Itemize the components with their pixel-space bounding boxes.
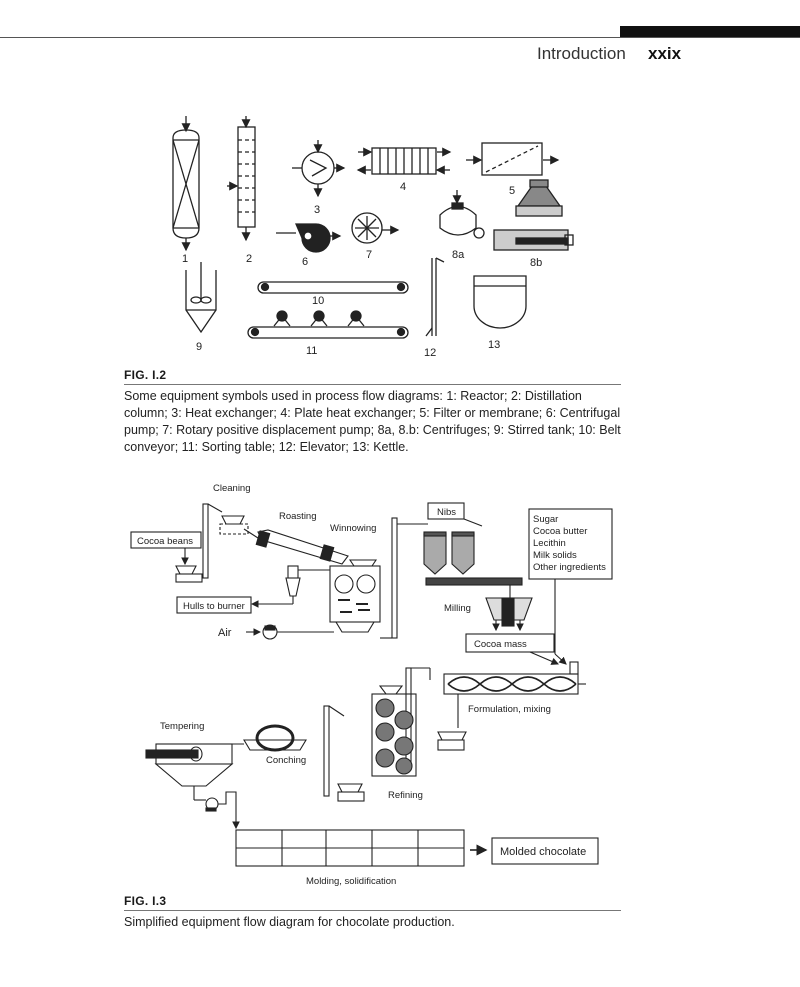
conche — [243, 724, 307, 752]
figure-label: FIG. I.2 — [124, 368, 167, 382]
filter-membrane-symbol — [466, 142, 560, 176]
refining-label: Refining — [388, 790, 423, 801]
winnower — [329, 559, 381, 633]
molded-chocolate-label: Molded chocolate — [500, 846, 586, 858]
symbol-number: 10 — [312, 295, 324, 307]
symbol-number: 11 — [306, 345, 317, 357]
header-bar — [620, 26, 800, 38]
nibs-box — [427, 502, 465, 520]
conche-elevator — [323, 705, 330, 797]
figure-label: FIG. I.3 — [124, 894, 167, 908]
mill — [485, 597, 533, 632]
milling-label: Milling — [444, 603, 471, 614]
centrifuge-8a-symbol — [439, 190, 485, 239]
cocoa-beans-box — [130, 531, 202, 549]
refiner — [371, 685, 417, 777]
symbol-number: 3 — [314, 204, 320, 216]
nibs-silos — [423, 531, 475, 575]
formulation-mixing-label: Formulation, mixing — [468, 704, 551, 715]
rotary-pump-symbol — [351, 212, 400, 244]
molding-line — [235, 829, 465, 867]
hulls-to-burner-label: Hulls to burner — [183, 601, 245, 612]
heat-exchanger-symbol — [292, 140, 346, 198]
figure-caption: Simplified equipment flow diagram for ch… — [124, 915, 455, 929]
chocolate-flow-diagram: Cleaning Roasting Winnowing Nibs Cocoa b… — [130, 483, 613, 887]
symbol-number: 7 — [366, 249, 372, 261]
molded-chocolate-box — [491, 837, 599, 865]
stirred-tank-symbol — [185, 262, 217, 334]
symbol-number: 5 — [509, 185, 515, 197]
figure-chocolate-flow: Cleaning Roasting Winnowing Nibs Cocoa b… — [0, 476, 800, 892]
centrifuge-8b-symbol — [493, 179, 574, 251]
ingredient-item: Other ingredients — [533, 562, 606, 573]
kettle-symbol — [473, 275, 527, 329]
symbol-number: 6 — [302, 256, 308, 268]
symbol-number: 9 — [196, 341, 202, 353]
figure-caption: Some equipment symbols used in process f… — [124, 389, 621, 454]
hulls-box — [176, 596, 252, 614]
symbol-number: 8a — [452, 249, 465, 261]
cocoa-mass-box — [465, 633, 555, 653]
belt-conveyor-symbol — [257, 281, 409, 294]
tempering-label: Tempering — [160, 721, 204, 732]
elevator-symbol — [425, 257, 445, 337]
molding-solidification-label: Molding, solidification — [306, 876, 396, 887]
cleaning-label: Cleaning — [213, 483, 251, 494]
ingredient-item: Sugar — [533, 514, 558, 525]
ingredient-item: Cocoa butter — [533, 526, 587, 537]
cleaning-elevator — [202, 503, 209, 579]
cyclone — [250, 565, 330, 608]
symbol-number: 13 — [488, 339, 500, 351]
symbol-number: 8b — [530, 257, 542, 269]
air-fan — [246, 624, 334, 640]
mixer — [437, 661, 586, 751]
conching-label: Conching — [266, 755, 306, 766]
ingredients-box — [528, 508, 613, 580]
roasting-label: Roasting — [279, 511, 317, 522]
equipment-symbols-diagram: 1 2 3 4 5 6 7 8a 8b 9 10 11 12 13 — [172, 116, 574, 359]
cocoa-mass-label: Cocoa mass — [474, 639, 527, 650]
sorting-table-symbol — [247, 310, 409, 339]
header-rule — [0, 37, 800, 38]
symbol-number: 1 — [182, 253, 188, 265]
symbol-number: 2 — [246, 253, 252, 265]
page-number: xxix — [648, 44, 682, 63]
roaster — [243, 528, 349, 565]
symbol-number: 4 — [400, 181, 406, 193]
nibs-label: Nibs — [437, 507, 456, 518]
cocoa-beans-label: Cocoa beans — [137, 536, 193, 547]
nibs-elevator — [391, 517, 398, 639]
winnowing-label: Winnowing — [330, 523, 376, 534]
tempering-unit — [145, 743, 240, 830]
figure-rule — [124, 910, 621, 911]
centrifugal-pump-symbol — [276, 223, 342, 253]
reactor-symbol — [172, 116, 200, 252]
figure-equipment-symbols: 1 2 3 4 5 6 7 8a 8b 9 10 11 12 13 — [0, 110, 800, 366]
distillation-column-symbol — [227, 116, 256, 242]
plate-heat-exchanger-symbol — [356, 147, 452, 175]
symbol-number: 12 — [424, 347, 436, 359]
screw-conveyor — [425, 577, 523, 586]
figure-rule — [124, 384, 621, 385]
running-head: Introduction — [537, 44, 626, 63]
air-label: Air — [218, 627, 232, 639]
cleaning-hopper — [221, 515, 245, 525]
ingredient-item: Milk solids — [533, 550, 577, 561]
ingredient-item: Lecithin — [533, 538, 566, 549]
